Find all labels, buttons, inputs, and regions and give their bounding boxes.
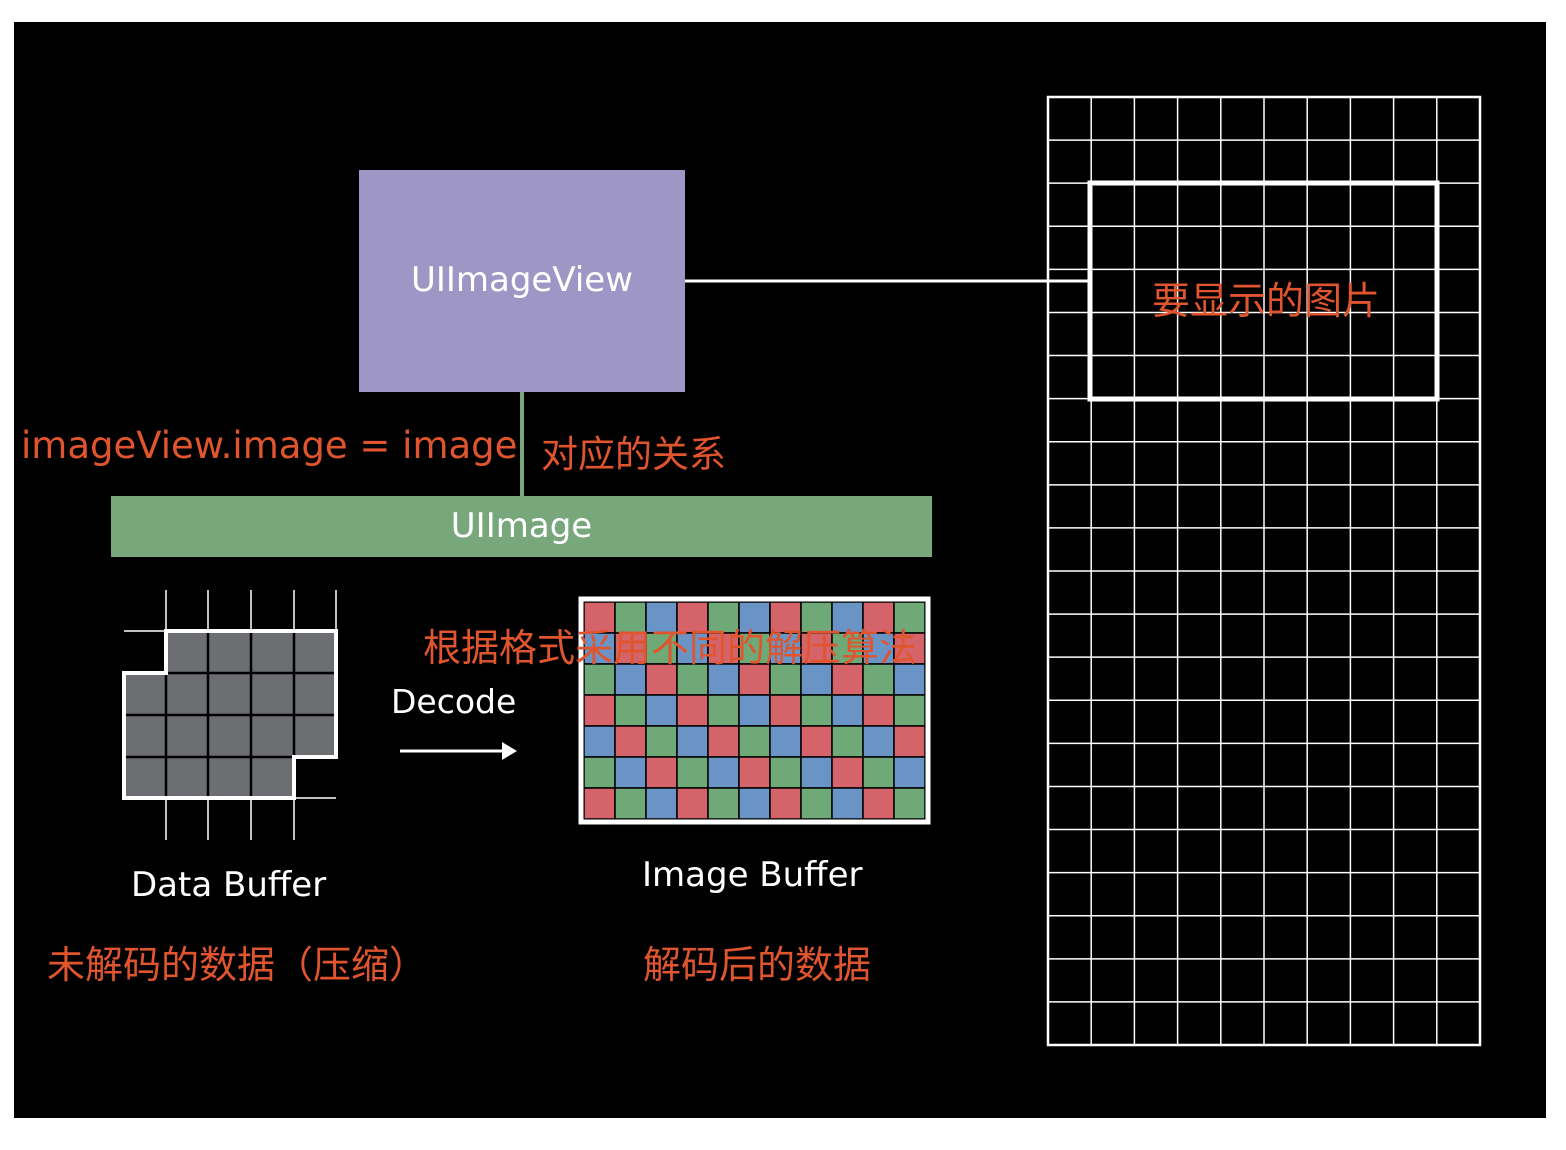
display-region-frame <box>1087 180 1440 402</box>
pixel-cell <box>893 725 926 758</box>
pixel-cell <box>676 694 709 727</box>
pixel-cell <box>862 787 895 820</box>
pixel-cell <box>645 756 678 789</box>
uiimage-label: UIImage <box>450 506 593 546</box>
relation-annotation: 对应的关系 <box>541 433 726 476</box>
pixel-cell <box>583 663 616 696</box>
pixel-cell <box>583 632 616 665</box>
pixel-cell <box>738 601 771 634</box>
pixel-cell <box>831 725 864 758</box>
pixel-cell <box>831 694 864 727</box>
pixel-cell <box>614 787 647 820</box>
pixel-cell <box>583 725 616 758</box>
pixel-cell <box>769 601 802 634</box>
pixel-cell <box>769 725 802 758</box>
screen-grid <box>1046 95 1482 1047</box>
pixel-cell <box>769 756 802 789</box>
pixel-cell <box>707 756 740 789</box>
uiimageview-label: UIImageView <box>410 260 634 300</box>
pixel-cell <box>800 756 833 789</box>
decoded-data-annotation: 解码后的数据 <box>643 943 872 987</box>
pixel-cell <box>738 756 771 789</box>
pixel-cell <box>645 694 678 727</box>
pixel-cell <box>614 694 647 727</box>
pixel-cell <box>769 787 802 820</box>
compressed-data-annotation: 未解码的数据（压缩） <box>47 943 428 987</box>
pixel-cell <box>800 787 833 820</box>
algorithm-annotation: 根据格式采用不同的解压算法 <box>423 626 918 670</box>
pixel-cell <box>583 756 616 789</box>
pixel-cell <box>614 756 647 789</box>
pixel-cell <box>893 787 926 820</box>
pixel-cell <box>862 756 895 789</box>
pixel-cell <box>862 663 895 696</box>
pixel-cell <box>893 694 926 727</box>
pixel-cell <box>676 787 709 820</box>
pixel-cell <box>893 632 926 665</box>
data-buffer-outline <box>122 629 338 800</box>
uiimage-bar: UIImage <box>111 496 932 557</box>
decode-arrow-icon <box>400 742 517 760</box>
pixel-cell <box>707 787 740 820</box>
pixel-cell <box>645 663 678 696</box>
pixel-cell <box>676 632 709 665</box>
data-buffer-graphic <box>122 590 338 840</box>
pixel-cell <box>738 787 771 820</box>
display-image-annotation: 要显示的图片 <box>1152 279 1381 323</box>
assignment-annotation: imageView.image = image <box>21 424 518 467</box>
pixel-cell <box>645 787 678 820</box>
pixel-cell <box>583 694 616 727</box>
diagram-canvas: UIImageView UIImage imageView.image = im… <box>14 22 1546 1118</box>
image-buffer-frame <box>578 596 931 825</box>
pixel-cell <box>893 756 926 789</box>
pixel-cell <box>831 756 864 789</box>
pixel-cell <box>831 787 864 820</box>
pixel-cell <box>800 725 833 758</box>
pixel-cell <box>862 694 895 727</box>
pixel-cell <box>676 725 709 758</box>
pixel-cell <box>862 601 895 634</box>
pixel-cell <box>676 756 709 789</box>
pixel-cell <box>738 694 771 727</box>
image-buffer-graphic <box>578 596 931 825</box>
data-buffer-label: Data Buffer <box>131 865 327 905</box>
pixel-cell <box>707 725 740 758</box>
uiimageview-box: UIImageView <box>359 170 685 392</box>
pixel-cell <box>800 694 833 727</box>
screen-frame <box>1046 95 1482 1047</box>
pixel-cell <box>645 725 678 758</box>
pixel-cell <box>893 601 926 634</box>
pixel-cell <box>707 632 740 665</box>
pixel-cell <box>707 694 740 727</box>
pixel-cell <box>738 725 771 758</box>
pixel-cell <box>769 663 802 696</box>
diagram-shapes <box>122 95 1482 1047</box>
image-buffer-label: Image Buffer <box>642 855 863 895</box>
pixel-cell <box>862 725 895 758</box>
decode-label: Decode <box>391 682 517 721</box>
pixel-cell <box>583 787 616 820</box>
pixel-cell <box>614 725 647 758</box>
pixel-cell <box>769 694 802 727</box>
